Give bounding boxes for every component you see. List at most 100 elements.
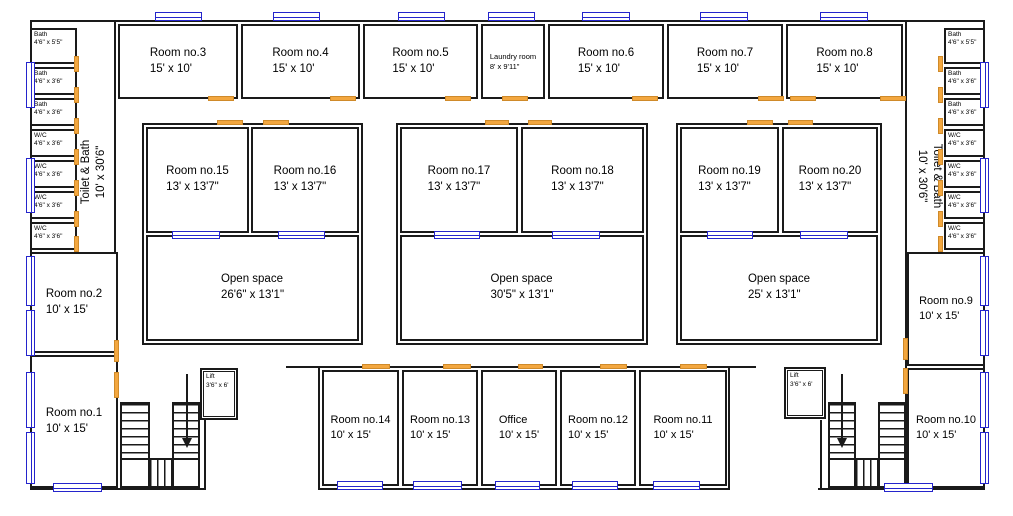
room-name: Room no.3 (149, 46, 207, 59)
wall-overhang-right (730, 366, 756, 368)
stair-landing (120, 458, 150, 488)
wc-label: W/C (948, 163, 961, 170)
door-marker (903, 338, 908, 360)
door-marker (114, 340, 119, 362)
stair-arrow-line (186, 374, 188, 440)
bath-dims: 4'6" x 5'5" (34, 39, 63, 47)
bath-cell: Bath 4'6" x 5'5" (30, 28, 77, 64)
stair-landing (172, 458, 200, 488)
wc-cell: W/C 4'6" x 3'6" (944, 191, 985, 219)
room-name: Room no.8 (816, 46, 873, 59)
room-dims: 13' x 13'7" (427, 181, 481, 193)
door-marker (788, 120, 813, 125)
bath-label: Bath (34, 31, 48, 38)
room-name: Room no.19 (698, 165, 761, 178)
wc-dims: 4'6" x 3'6" (948, 171, 977, 179)
door-marker (362, 364, 390, 369)
bath-cell: Bath 4'6" x 3'6" (30, 67, 77, 95)
room-dims: 10' x 15' (410, 429, 451, 441)
lift-name: Lift (206, 373, 215, 380)
room-name: Room no.16 (273, 165, 337, 178)
wc-cell: W/C 4'6" x 3'6" (944, 160, 985, 188)
door-marker (74, 56, 79, 72)
room-dims: 10' x 15' (330, 429, 371, 441)
stair-landing (828, 458, 856, 488)
wc-dims: 4'6" x 3'6" (34, 233, 63, 241)
window-marker (278, 231, 325, 239)
open-space-name: Open space (747, 273, 810, 286)
door-marker (502, 96, 528, 101)
toilet-bath-label-left: Toilet & Bath 10' x 30'6" (79, 92, 115, 252)
bath-dims: 4'6" x 3'6" (34, 78, 63, 86)
room-dims: 13' x 13'7" (166, 181, 219, 193)
room-name: Room no.14 (330, 414, 391, 427)
door-marker (758, 96, 784, 101)
bath-dims: 4'6" x 3'6" (948, 109, 977, 117)
window-marker (980, 372, 989, 428)
room-name: Office (498, 414, 528, 427)
wall-corridor-right (905, 20, 907, 488)
window-marker (398, 12, 445, 21)
wc-label: W/C (34, 194, 47, 201)
window-marker (53, 483, 102, 492)
open-space-1: Open space 26'6" x 13'1" (146, 235, 359, 341)
window-marker (582, 12, 630, 21)
lift-left: Lift 3'6" x 6' (200, 368, 238, 420)
window-marker (155, 12, 202, 21)
stair-flight (120, 402, 150, 460)
door-marker (445, 96, 471, 101)
bath-cell: Bath 4'6" x 3'6" (944, 98, 985, 126)
window-marker (434, 231, 480, 239)
window-marker (26, 256, 35, 306)
toilet-bath-dims: 10' x 30'6" (94, 145, 107, 199)
room-dims: 15' x 10' (392, 62, 435, 75)
window-marker (337, 481, 383, 490)
room-name: Room no.12 (568, 414, 628, 427)
door-marker (74, 236, 79, 252)
door-marker (903, 368, 908, 394)
wc-label: W/C (34, 163, 47, 170)
door-marker (74, 87, 79, 103)
window-marker (26, 158, 35, 213)
window-marker (800, 231, 848, 239)
open-space-name: Open space (220, 273, 283, 286)
room-dims: 13' x 13'7" (798, 181, 852, 193)
wc-cell: W/C 4'6" x 3'6" (944, 222, 985, 250)
door-marker (74, 211, 79, 227)
room-name: Room no.18 (551, 165, 614, 178)
open-space-dims: 26'6" x 13'1" (220, 289, 285, 301)
door-marker (74, 149, 79, 165)
door-marker (938, 149, 943, 165)
door-marker (600, 364, 627, 369)
toilet-bath-dims: 10' x 30'6" (916, 149, 929, 203)
room-dims: 10' x 15' (45, 303, 88, 316)
window-marker (26, 62, 35, 108)
wc-dims: 4'6" x 3'6" (948, 202, 977, 210)
door-marker (747, 120, 773, 125)
wc-cell: W/C 4'6" x 3'6" (30, 129, 77, 157)
stair-void (148, 458, 174, 488)
door-marker (114, 372, 119, 398)
room-name: Room no.11 (653, 414, 713, 427)
room-dims: 15' x 10' (696, 62, 739, 75)
wall-overhang-left (286, 366, 320, 368)
door-marker (938, 236, 943, 252)
window-marker (700, 12, 748, 21)
window-marker (980, 310, 989, 356)
stair-flight (878, 402, 906, 460)
lift-inner-wall (203, 371, 235, 417)
toilet-bath-name: Toilet & Bath (80, 139, 92, 205)
wc-label: W/C (948, 225, 961, 232)
